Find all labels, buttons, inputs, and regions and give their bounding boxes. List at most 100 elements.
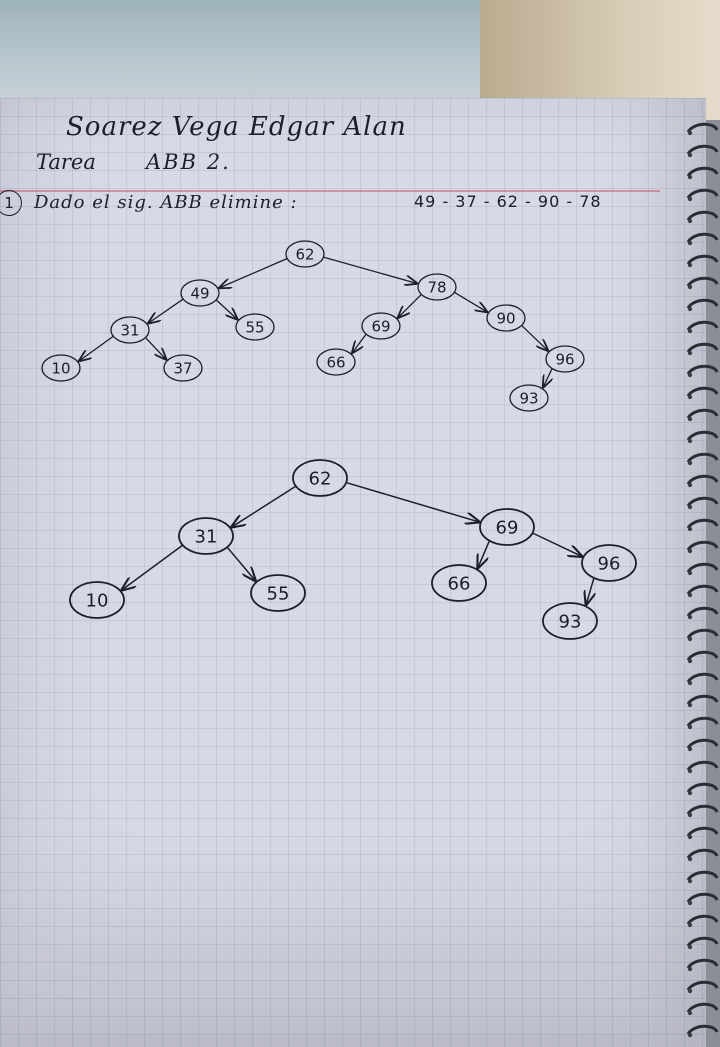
node-label: 78 bbox=[427, 278, 446, 296]
tree-edge-96-93 bbox=[586, 577, 594, 604]
spiral-hole bbox=[687, 306, 693, 312]
tree-edge-90-96 bbox=[521, 324, 548, 350]
node-circle bbox=[542, 602, 598, 640]
spiral-ring bbox=[686, 408, 719, 419]
problem-statement: Dado el sig. ABB elimine : bbox=[34, 192, 298, 213]
spiral-hole bbox=[687, 218, 693, 224]
node-label: 93 bbox=[519, 389, 538, 407]
page-header-line bbox=[0, 190, 660, 192]
spiral-ring bbox=[686, 1024, 719, 1035]
spiral-hole bbox=[687, 966, 693, 972]
node-label: 66 bbox=[326, 353, 345, 371]
node-circle bbox=[69, 581, 125, 619]
tree-node-66: 66 bbox=[431, 564, 487, 602]
problem-number-badge: 1 bbox=[0, 190, 22, 216]
spiral-ring bbox=[686, 474, 719, 485]
spiral-ring bbox=[686, 364, 719, 375]
spiral-ring bbox=[686, 584, 719, 595]
spiral-ring bbox=[686, 870, 719, 881]
spiral-ring bbox=[686, 628, 719, 639]
spiral-hole bbox=[687, 834, 693, 840]
spiral-hole bbox=[687, 196, 693, 202]
node-circle bbox=[180, 279, 220, 307]
node-label: 93 bbox=[559, 611, 582, 632]
node-circle bbox=[581, 544, 637, 582]
delete-sequence: 49 - 37 - 62 - 90 - 78 bbox=[414, 192, 602, 211]
spiral-hole bbox=[687, 548, 693, 554]
spiral-ring bbox=[686, 606, 719, 617]
spiral-ring bbox=[686, 914, 719, 925]
spiral-hole bbox=[687, 416, 693, 422]
node-circle bbox=[545, 345, 585, 373]
spiral-hole bbox=[687, 746, 693, 752]
node-circle bbox=[479, 508, 535, 546]
spiral-ring bbox=[686, 804, 719, 815]
node-label: 90 bbox=[496, 309, 515, 327]
tree-node-55: 55 bbox=[235, 313, 275, 341]
spiral-hole bbox=[687, 460, 693, 466]
tree-node-62: 62 bbox=[285, 240, 325, 268]
spiral-hole bbox=[687, 944, 693, 950]
spiral-ring bbox=[686, 716, 719, 727]
spiral-ring bbox=[686, 452, 719, 463]
tree-edge-69-96 bbox=[532, 532, 581, 556]
spiral-ring bbox=[686, 892, 719, 903]
tree-node-93: 93 bbox=[542, 602, 598, 640]
node-circle bbox=[110, 316, 150, 344]
spiral-ring bbox=[686, 980, 719, 991]
tree-edge-69-66 bbox=[352, 333, 367, 353]
spiral-hole bbox=[687, 174, 693, 180]
node-label: 37 bbox=[173, 359, 192, 377]
node-label: 31 bbox=[120, 321, 139, 339]
spiral-hole bbox=[687, 240, 693, 246]
spiral-ring bbox=[686, 188, 719, 199]
tree-node-37: 37 bbox=[163, 354, 203, 382]
node-circle bbox=[509, 384, 549, 412]
node-circle bbox=[178, 517, 234, 555]
tree-node-96: 96 bbox=[545, 345, 585, 373]
node-label: 55 bbox=[267, 583, 290, 604]
node-label: 62 bbox=[309, 468, 332, 489]
spiral-ring bbox=[686, 232, 719, 243]
tree-node-62: 62 bbox=[292, 459, 348, 497]
tree-edge-31-10 bbox=[122, 544, 184, 590]
tree-edge-49-31 bbox=[149, 298, 184, 323]
tree-node-69: 69 bbox=[479, 508, 535, 546]
tree-node-66: 66 bbox=[316, 348, 356, 376]
node-circle bbox=[316, 348, 356, 376]
spiral-hole bbox=[687, 1032, 693, 1038]
task-title: ABB 2. bbox=[146, 150, 231, 174]
spiral-hole bbox=[687, 284, 693, 290]
node-label: 10 bbox=[86, 590, 109, 611]
tree-edge-62-49 bbox=[220, 257, 288, 288]
node-label: 62 bbox=[295, 245, 314, 263]
node-circle bbox=[431, 564, 487, 602]
node-circle bbox=[235, 313, 275, 341]
node-circle bbox=[41, 354, 81, 382]
spiral-ring bbox=[686, 342, 719, 353]
tree-node-10: 10 bbox=[41, 354, 81, 382]
tree-node-78: 78 bbox=[417, 273, 457, 301]
spiral-hole bbox=[687, 526, 693, 532]
tree-node-31: 31 bbox=[110, 316, 150, 344]
spiral-hole bbox=[687, 372, 693, 378]
tree-node-31: 31 bbox=[178, 517, 234, 555]
node-circle bbox=[292, 459, 348, 497]
tree-edge-78-69 bbox=[398, 293, 422, 317]
spiral-ring bbox=[686, 298, 719, 309]
spiral-ring bbox=[686, 254, 719, 265]
tree-edge-49-55 bbox=[215, 299, 237, 319]
node-label: 69 bbox=[496, 517, 519, 538]
tree-node-96: 96 bbox=[581, 544, 637, 582]
node-circle bbox=[486, 304, 526, 332]
spiral-ring bbox=[686, 210, 719, 221]
tree-node-90: 90 bbox=[486, 304, 526, 332]
spiral-ring bbox=[686, 782, 719, 793]
node-label: 10 bbox=[51, 359, 70, 377]
spiral-ring bbox=[686, 760, 719, 771]
spiral-hole bbox=[687, 328, 693, 334]
spiral-ring bbox=[686, 276, 719, 287]
spiral-hole bbox=[687, 394, 693, 400]
spiral-hole bbox=[687, 658, 693, 664]
